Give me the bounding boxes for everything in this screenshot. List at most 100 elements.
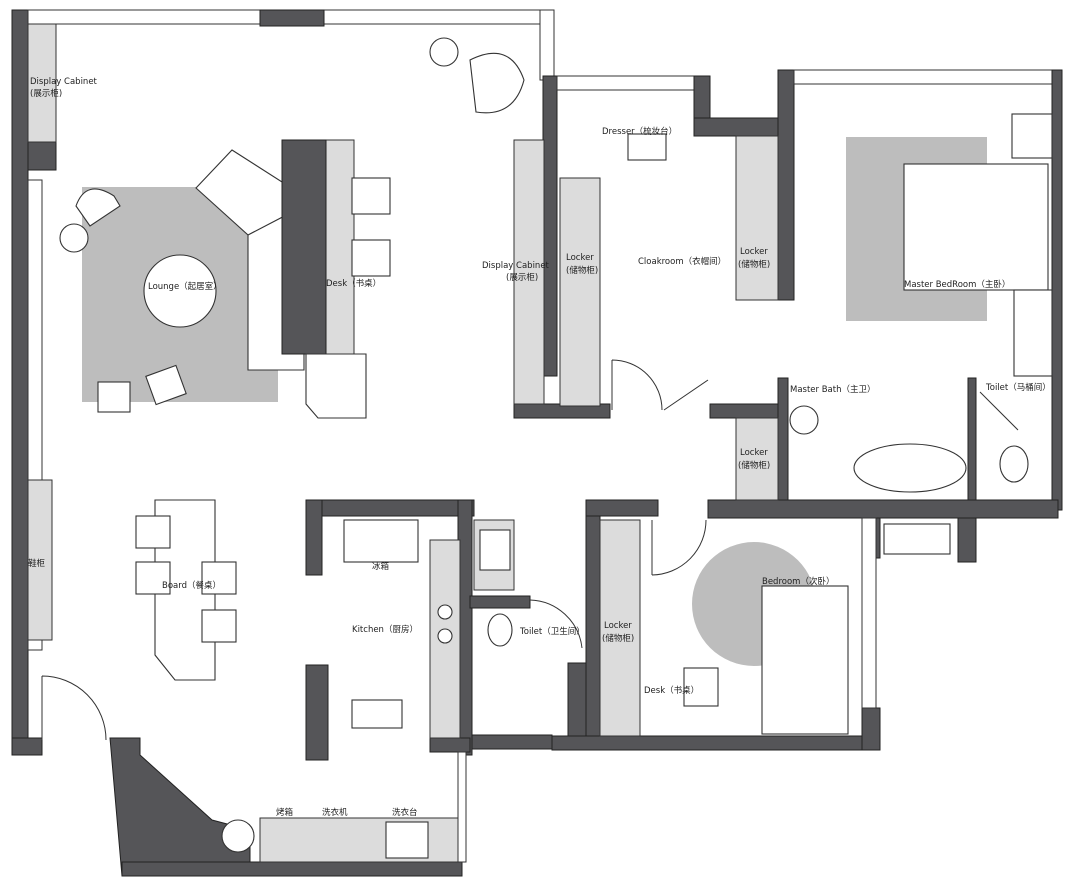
label-desk-lounge: Desk（书桌）: [326, 278, 381, 289]
wall-bedroom-left: [585, 499, 601, 751]
kitchen-counter-right: [429, 539, 461, 739]
wall-kitchen-bottom: [429, 737, 471, 753]
label-toilet-master: Toilet（马桶间）: [985, 382, 1051, 393]
label-display-cabinet-left-cn: (展示柜): [30, 88, 62, 99]
master-toilet-door: [979, 391, 1019, 431]
ottoman-2: [145, 364, 187, 406]
dresser: [627, 133, 667, 161]
walls: [11, 9, 1063, 877]
label-laundry-sink: 洗衣台: [392, 807, 418, 818]
label-locker-1-cn: (储物柜): [566, 265, 598, 276]
wall-kitchen-left-top: [305, 499, 323, 576]
label-master-bedroom: Master BedRoom（主卧）: [904, 279, 1010, 290]
wall-left-step: [27, 141, 57, 171]
laundry-sink: [385, 821, 429, 859]
master-wardrobe: [1013, 289, 1053, 377]
labels: Display Cabinet (展示柜) Lounge（起居室） Desk（书…: [28, 77, 1051, 818]
bedroom-bed: [761, 585, 849, 735]
laundry-drum: [221, 819, 255, 853]
cloakroom-door: [611, 359, 663, 411]
master-bath-basin: [789, 405, 819, 435]
dining-chair-4: [201, 609, 237, 643]
label-washer: 洗衣机: [322, 807, 348, 818]
wall-bath-stub-2: [957, 517, 977, 563]
side-table: [59, 223, 89, 253]
wall-bottom: [121, 861, 463, 877]
wall-bedroom-bottom: [551, 735, 881, 751]
ottoman-1: [97, 381, 131, 413]
window-master-top: [793, 69, 1059, 85]
bedroom-door: [651, 519, 707, 576]
wall-bath-left: [777, 377, 789, 509]
label-board: Board（餐桌）: [162, 580, 221, 591]
dining-chair-2: [135, 561, 171, 595]
window-laundry-right: [457, 751, 467, 863]
display-cabinet-mid: [513, 139, 545, 405]
wall-master-bath-bottom: [707, 499, 1059, 519]
wall-bedroom-right: [861, 707, 881, 751]
wall-top-pillar: [259, 9, 325, 27]
label-locker-3: Locker: [740, 448, 768, 458]
master-bed: [903, 163, 1049, 291]
label-kitchen: Kitchen（厨房）: [352, 624, 418, 635]
lounge-desk-panel: [281, 139, 327, 355]
wall-kitchen-top: [305, 499, 475, 517]
label-desk-bedroom: Desk（书桌）: [644, 685, 699, 696]
label-locker-3-cn: (储物柜): [738, 460, 770, 471]
wall-kitchen-left-bottom: [305, 664, 329, 761]
toilet-bowl: [487, 613, 513, 647]
desk-chair-1: [351, 177, 391, 215]
lounge-round-table: [143, 254, 217, 328]
label-locker-2-cn: (储物柜): [738, 259, 770, 270]
bathtub: [853, 443, 967, 493]
locker-4: [599, 519, 641, 737]
master-shower-box: [883, 523, 951, 555]
cloakroom-door-2: [663, 379, 709, 411]
armchair: [469, 52, 525, 114]
label-locker-1: Locker: [566, 253, 594, 263]
label-oven: 烤箱: [276, 807, 294, 818]
label-bedroom: Bedroom（次卧）: [762, 576, 834, 587]
desk-chair-2: [351, 239, 391, 277]
wall-toilet-mid: [469, 595, 531, 609]
wall-bottom-left: [11, 737, 43, 756]
dining-chair-3: [201, 561, 237, 595]
dining-chair-1: [135, 515, 171, 549]
entry-door: [41, 675, 107, 741]
doors: [41, 359, 1019, 741]
toilet-door: [529, 599, 583, 649]
desk-lounge-counter: [325, 139, 355, 355]
window-living-right: [539, 9, 555, 81]
top-side-table: [429, 37, 459, 67]
label-locker-2: Locker: [740, 247, 768, 257]
master-toilet: [999, 445, 1029, 483]
window-bedroom-right: [861, 517, 877, 709]
label-master-bath: Master Bath（主卫）: [790, 384, 876, 395]
furniture: [59, 37, 1053, 859]
wall-display-mid: [542, 75, 558, 377]
stove-burner-2: [437, 628, 453, 644]
wall-bath-right: [967, 377, 977, 509]
wall-bedroom-top: [585, 499, 659, 517]
label-toilet: Toilet（卫生间）: [519, 626, 585, 637]
label-display-cabinet-mid: Display Cabinet: [482, 261, 550, 271]
desk-lounge-end: [305, 353, 367, 419]
label-cloakroom: Cloakroom（衣帽间）: [638, 256, 726, 267]
wall-bottom-angled: [109, 737, 251, 877]
bedroom-desk: [683, 667, 719, 707]
wall-left: [11, 9, 29, 756]
label-shoe-cabinet: 鞋柜: [28, 558, 46, 569]
master-nightstand: [1011, 113, 1053, 159]
locker-2: [735, 135, 779, 301]
wall-master-left: [777, 69, 795, 301]
label-lounge: Lounge（起居室）: [148, 281, 222, 292]
wall-cloak-bottom: [709, 403, 781, 419]
fridge: [343, 519, 419, 563]
label-locker-4-cn: (储物柜): [602, 633, 634, 644]
wall-master-right: [1051, 69, 1063, 511]
locker-3: [735, 417, 779, 501]
label-fridge: 冰箱: [372, 561, 390, 572]
shoe-cabinet: [27, 479, 53, 641]
wall-toilet-bottom: [471, 734, 553, 750]
